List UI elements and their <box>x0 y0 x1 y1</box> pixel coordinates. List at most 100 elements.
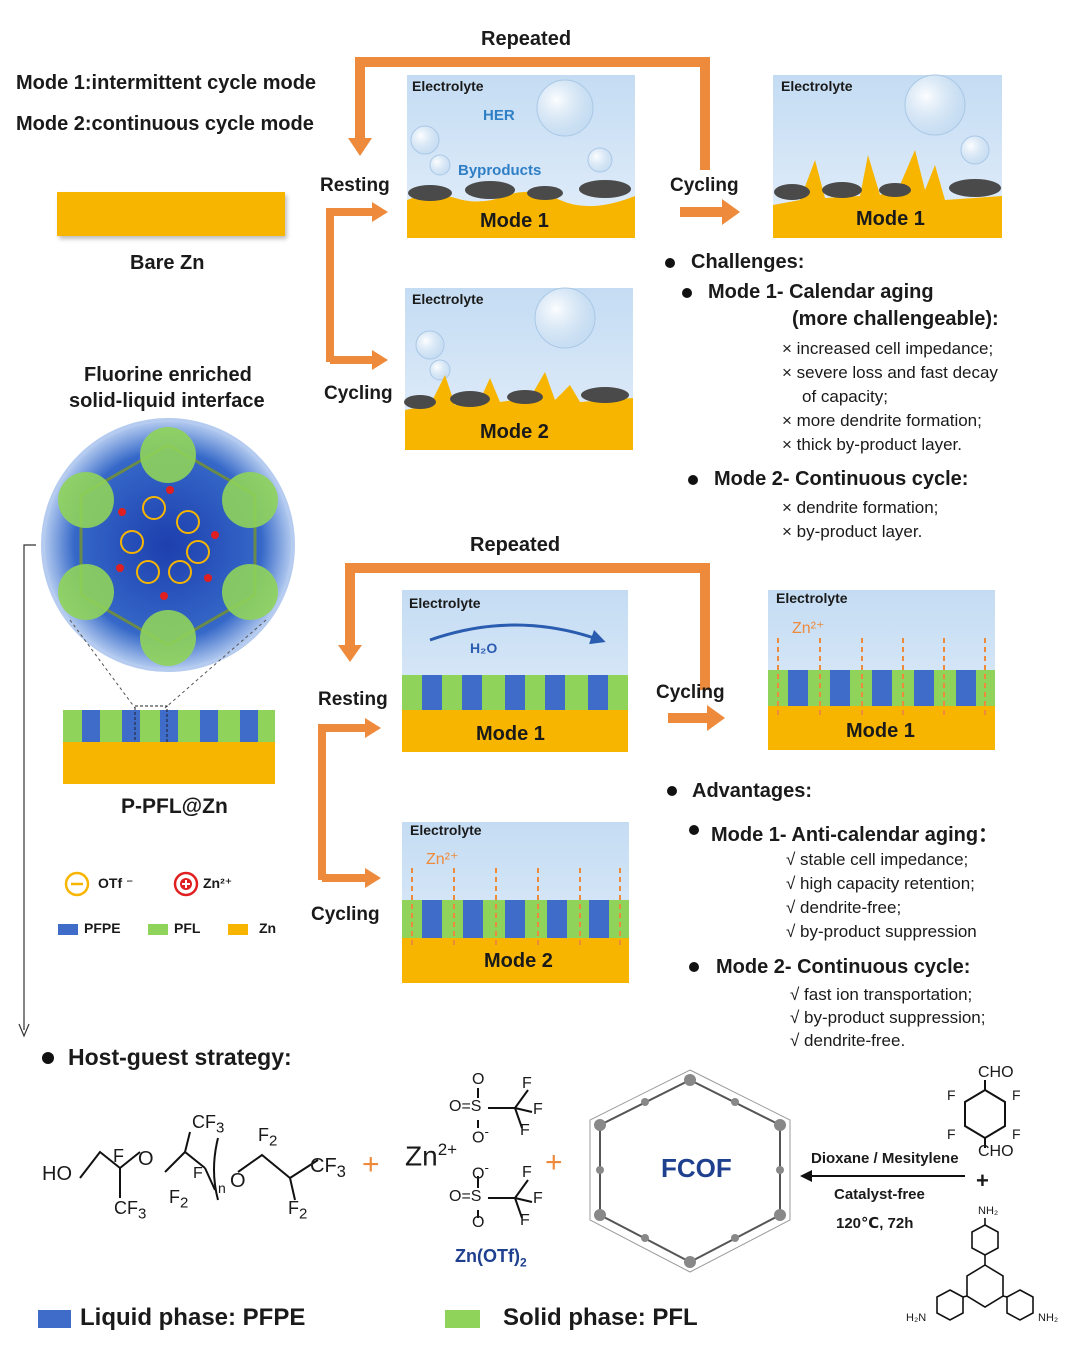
liquid-phase-label: Liquid phase: PFPE <box>80 1304 306 1331</box>
advantages-mode1-title: Mode 1- Anti-calendar aging： <box>711 824 999 846</box>
electrolyte-label-c: Electrolyte <box>412 291 484 307</box>
cycling-label-top-right: Cycling <box>670 175 739 196</box>
repeated-label-top: Repeated <box>481 28 572 50</box>
challenges-heading: Challenges: <box>691 251 805 273</box>
pfl-swatch <box>148 924 168 935</box>
aldehyde-monomer <box>964 1080 1006 1148</box>
nh2-top: NH₂ <box>978 1205 999 1217</box>
advantages-mode1-list: √ stable cell impedance; √ high capacity… <box>786 848 977 944</box>
mode1-description: Mode 1:intermittent cycle mode <box>16 72 317 94</box>
electrolyte-label-a: Electrolyte <box>412 78 484 94</box>
byproducts-label: Byproducts <box>458 162 542 179</box>
cycling-label-bottom-right: Cycling <box>656 682 725 703</box>
advantage-item: √ fast ion transportation; <box>790 985 973 1004</box>
bullet-advantages <box>667 786 677 796</box>
mode1-label-a: Mode 1 <box>480 210 549 232</box>
advantage-item: √ high capacity retention; <box>786 874 975 893</box>
challenge-item: × more dendrite formation; <box>782 411 982 430</box>
repeated-arrow-head-top <box>348 138 372 156</box>
challenge-item: of capacity; <box>802 387 888 406</box>
fcof-label: FCOF <box>661 1153 732 1183</box>
mode1-label-b: Mode 1 <box>856 208 925 230</box>
interface-circle-illustration <box>41 418 295 672</box>
condition-solvent: Dioxane / Mesitylene <box>811 1150 959 1167</box>
electrolyte-label-f: Electrolyte <box>410 822 482 838</box>
challenges-mode1-list: × increased cell impedance; × severe los… <box>782 337 998 457</box>
plus-3: + <box>976 1168 989 1193</box>
challenge-item: × thick by-product layer. <box>782 435 963 454</box>
advantages-mode2-title: Mode 2- Continuous cycle: <box>716 956 971 978</box>
challenges-mode2-list: × dendrite formation; × by-product layer… <box>782 496 938 544</box>
zn-ion-formula: Zn2+ <box>405 1140 458 1172</box>
zn-salt-label: Zn(OTf)2 <box>455 1246 527 1270</box>
panel-bare-mode1-resting <box>407 75 635 238</box>
electrolyte-label-b: Electrolyte <box>781 78 853 94</box>
challenges-mode2-title: Mode 2- Continuous cycle: <box>714 468 969 490</box>
plus-1: + <box>362 1148 380 1181</box>
bare-zn-label: Bare Zn <box>130 252 205 274</box>
interface-title-line2: solid-liquid interface <box>69 390 265 412</box>
fcof-nodes <box>594 1074 786 1268</box>
legend-pfpe: PFPE <box>84 920 121 936</box>
nh2-right: NH₂ <box>1038 1312 1059 1324</box>
zn2-label-e: Zn²⁺ <box>792 620 825 637</box>
challenges-mode1-subtitle: (more challengeable): <box>792 308 999 330</box>
zn-swatch <box>228 924 248 935</box>
advantage-item: √ dendrite-free. <box>790 1031 906 1050</box>
condition-catalyst: Catalyst-free <box>834 1186 925 1203</box>
repeated-loop-arrow-bottom <box>345 563 710 690</box>
triazine-amine-monomer <box>936 1218 1034 1321</box>
branch-head-resting-top <box>372 202 388 222</box>
panel-bare-mode1-cycled <box>773 74 1002 238</box>
challenges-mode1-title: Mode 1- Calendar aging <box>708 281 934 303</box>
advantages-mode2-list: √ fast ion transportation; √ by-product … <box>790 983 985 1052</box>
challenge-item: × severe loss and fast decay <box>782 363 998 382</box>
challenge-item: × increased cell impedance; <box>782 339 994 358</box>
h2o-label: H₂O <box>470 640 498 656</box>
triflate-structures <box>477 1088 533 1219</box>
electrolyte-label-e: Electrolyte <box>776 590 848 606</box>
h2n-left: H₂N <box>906 1312 927 1324</box>
bullet-strategy <box>42 1052 54 1064</box>
pfpe-structure <box>79 1131 319 1201</box>
challenge-item: × by-product layer. <box>782 522 923 541</box>
cycling-label-bottom-left: Cycling <box>311 904 380 925</box>
condition-temperature: 120℃, 72h <box>836 1215 914 1232</box>
cho-bottom: CHO <box>978 1143 1014 1160</box>
challenge-item: × dendrite formation; <box>782 498 939 517</box>
interface-title-line1: Fluorine enriched <box>84 364 252 386</box>
otf-anion-icon <box>64 871 90 897</box>
liquid-phase-swatch <box>38 1310 71 1328</box>
branch-head-cycling-top <box>372 350 388 370</box>
legend-zn: Zn <box>259 920 277 936</box>
mode2-label-f: Mode 2 <box>484 950 553 972</box>
repeated-label-bottom: Repeated <box>470 534 561 556</box>
coating-name-label: P-PFL@Zn <box>121 795 228 818</box>
mode1-label-d: Mode 1 <box>476 723 545 745</box>
mode2-label-c: Mode 2 <box>480 421 549 443</box>
zn-cation-icon <box>173 871 199 897</box>
pfpe-swatch <box>58 924 78 935</box>
advantages-heading: Advantages: <box>692 780 813 802</box>
cycling-label-top-left: Cycling <box>324 383 393 404</box>
resting-label-bottom: Resting <box>318 689 388 710</box>
cycling-arrow-top-body <box>680 207 725 217</box>
panel-coated-mode2 <box>402 822 629 983</box>
advantage-item: √ by-product suppression <box>786 922 977 941</box>
panel-coated-mode1-cycled <box>768 590 995 750</box>
plus-2: + <box>545 1146 563 1179</box>
legend-otf: OTf ⁻ <box>98 875 134 891</box>
advantage-item: √ dendrite-free; <box>786 898 902 917</box>
repeated-loop-arrow-top <box>355 57 710 170</box>
strategy-heading: Host-guest strategy: <box>68 1044 292 1070</box>
mode2-description: Mode 2:continuous cycle mode <box>16 113 314 135</box>
panel-coated-mode1-resting <box>402 590 628 752</box>
legend-zn2: Zn²⁺ <box>203 875 233 891</box>
solid-phase-swatch <box>445 1310 480 1328</box>
branch-arrow-bottom <box>318 724 368 880</box>
legend-pfl: PFL <box>174 920 201 936</box>
ppfl-zn-slab <box>63 705 275 784</box>
panel-bare-mode2 <box>404 287 633 450</box>
